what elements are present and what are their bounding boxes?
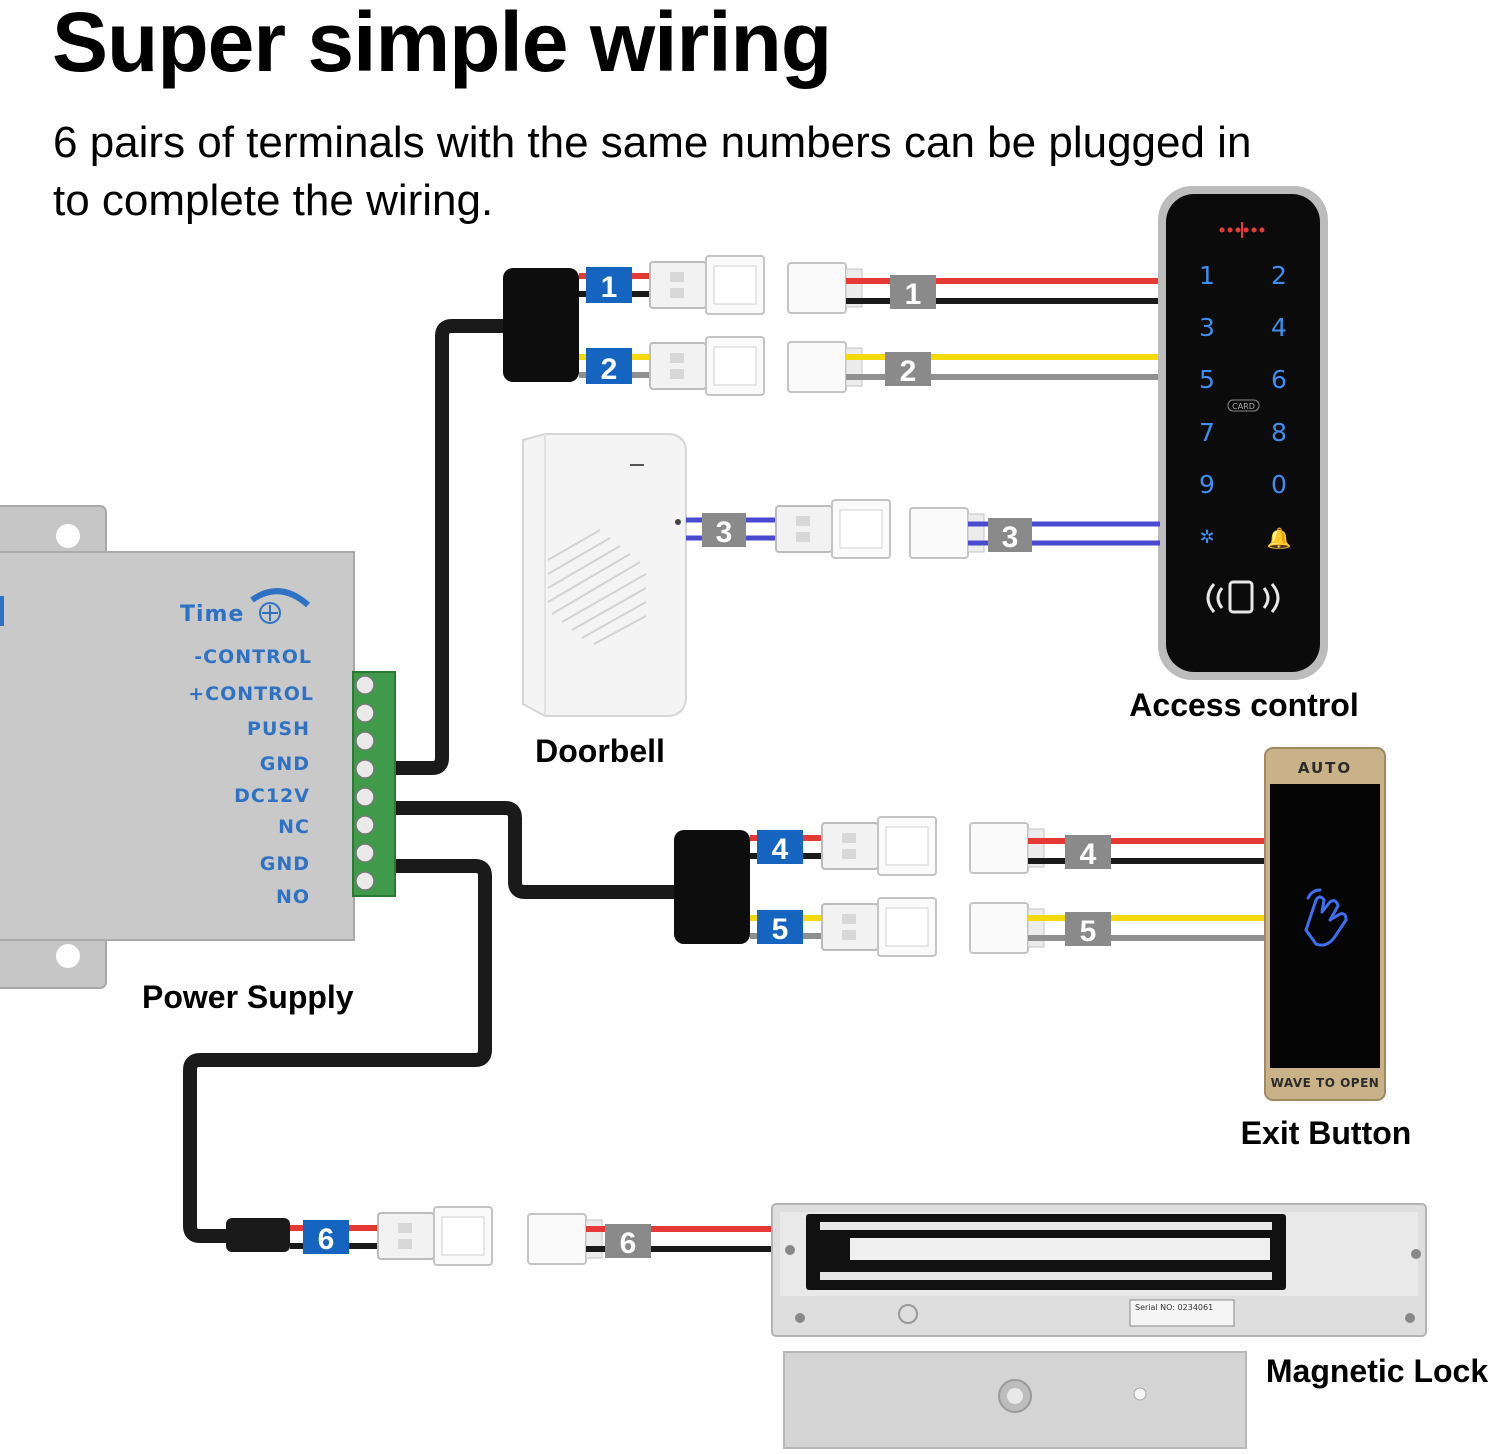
page-title: Super simple wiring [52,0,832,89]
terminal-label-gnd-1: GND [260,753,310,775]
terminal-label-no: NO [276,886,310,908]
lock-serial-text: Serial NO: 0234061 [1135,1303,1213,1312]
key-7: 7 [1199,418,1215,447]
terminal-label-control-minus: -CONTROL [194,646,312,668]
terminal-label-dc12v: DC12V [234,785,310,807]
power-supply-label: Power Supply [142,979,354,1015]
key-4: 4 [1271,313,1287,342]
key-5: 5 [1199,365,1215,394]
connector-group-4-5: 4 5 4 5 [674,816,1268,957]
time-adjust-icon [259,602,281,624]
key-0: 0 [1271,470,1287,499]
access-control-keypad: 1 2 3 4 5 6 CARD 7 8 9 0 ✲ 🔔 Access cont… [1129,186,1359,723]
connector-tag-3: 3 [716,516,733,549]
connector-tag-3-gray: 3 [1002,521,1019,554]
connector-tag-4-gray: 4 [1080,838,1097,871]
connector-tag-6: 6 [318,1223,335,1256]
key-star-icon: ✲ [1199,527,1214,548]
card-label: CARD [1232,402,1255,411]
exit-button-top-text: AUTO [1298,759,1352,777]
doorbell-label: Doorbell [535,733,665,769]
key-9: 9 [1199,470,1215,499]
rfid-card-icon [1206,580,1280,614]
exit-button-bottom-text: WAVE TO OPEN [1271,1076,1380,1090]
exit-button-label: Exit Button [1241,1115,1412,1151]
time-label: Time [180,602,244,627]
connector-tag-6-gray: 6 [620,1227,637,1260]
key-6: 6 [1271,365,1287,394]
terminal-label-nc: NC [278,816,310,838]
connector-tag-5: 5 [772,913,789,946]
key-3: 3 [1199,313,1215,342]
terminal-label-gnd-2: GND [260,853,310,875]
connector-tag-2-gray: 2 [900,355,917,388]
magnetic-lock: Serial NO: 0234061 Magnetic Lock [771,1203,1488,1449]
connector-group-1-2: 1 2 1 2 [503,255,1160,396]
armature-plate [783,1351,1247,1449]
connector-tag-4: 4 [772,833,789,866]
subtitle-line-2: to complete the wiring. [53,176,494,225]
key-1: 1 [1199,261,1215,290]
doorbell: Doorbell [522,433,687,769]
connector-group-3: 3 3 [686,499,1160,559]
connector-group-6: 6 6 [226,1206,780,1266]
connector-tag-1: 1 [601,271,618,304]
connector-tag-1-gray: 1 [905,278,922,311]
access-control-label: Access control [1129,687,1358,723]
connector-tag-2: 2 [601,353,618,386]
magnetic-lock-label: Magnetic Lock [1266,1353,1488,1389]
terminal-label-control-plus: +CONTROL [188,683,314,705]
page-subtitle: 6 pairs of terminals with the same numbe… [53,114,1353,230]
subtitle-line-1: 6 pairs of terminals with the same numbe… [53,118,1252,167]
terminal-label-push: PUSH [247,718,310,740]
key-8: 8 [1271,418,1287,447]
power-supply: Time -CONTROL +CONTROL PUSH GND DC12V NC… [0,505,396,1015]
hand-wave-icon [1304,888,1348,947]
key-bell-icon: 🔔 [1267,526,1292,550]
main-cables [183,319,676,1243]
connector-tag-5-gray: 5 [1080,915,1097,948]
key-2: 2 [1271,261,1287,290]
exit-button: AUTO WAVE TO OPEN Exit Button [1241,747,1412,1151]
